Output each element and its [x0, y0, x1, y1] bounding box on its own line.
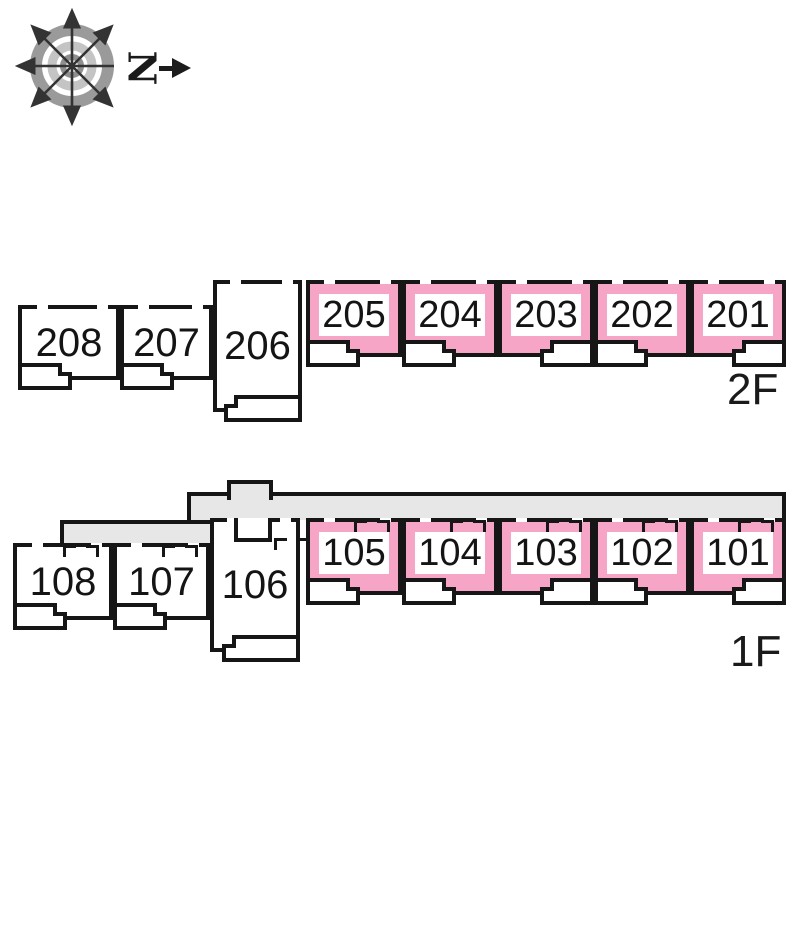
room-number-plate: 203: [510, 294, 582, 336]
entry-step: [742, 578, 782, 591]
room-105: 105: [306, 518, 402, 605]
floor-2f-label: 2F: [727, 365, 779, 414]
room-number: 205: [322, 294, 386, 336]
room-number: 105: [322, 532, 386, 574]
room-number: 202: [610, 294, 674, 336]
entry-step: [550, 578, 590, 591]
room-number: 107: [128, 559, 195, 604]
entry-step: [406, 578, 446, 591]
entry-step: [234, 395, 298, 408]
room-number-plate: 205: [318, 294, 390, 336]
room-number-plate: 202: [606, 294, 678, 336]
room-number: 207: [133, 320, 200, 365]
north-arrow-shaft-icon: [158, 65, 172, 71]
walkway-stair-landing: [227, 480, 273, 500]
room-204: 204: [402, 280, 498, 367]
room-number-plate: 201: [702, 294, 774, 336]
entry-step: [22, 363, 62, 376]
room-number: 208: [35, 320, 103, 365]
room-number: 204: [418, 294, 482, 336]
room-number-plate: 103: [510, 532, 582, 574]
room-203: 203: [498, 280, 594, 367]
room-103: 103: [498, 518, 594, 605]
room-106: 106: [210, 518, 310, 662]
entry-step: [124, 363, 164, 376]
room-201: 201: [690, 280, 786, 367]
entry-step: [232, 635, 296, 648]
entrance-alcove: [234, 518, 272, 542]
door-jamb-icon: [450, 520, 486, 533]
room-number-plate: 102: [606, 532, 678, 574]
entry-step: [310, 578, 350, 591]
room-number: 103: [514, 532, 578, 574]
entry-step: [17, 603, 57, 616]
room-number-plate: 104: [414, 532, 486, 574]
floor-1f-label: 1F: [730, 627, 782, 676]
room-206: 206: [213, 280, 302, 422]
door-jamb-icon: [274, 538, 310, 551]
room-number-plate: 204: [414, 294, 486, 336]
door-jamb-icon: [63, 545, 99, 558]
room-number: 206: [224, 324, 291, 368]
entry-step: [598, 340, 638, 353]
entry-step: [117, 603, 157, 616]
room-108: 108: [13, 543, 113, 630]
room-number-plate: 101: [702, 532, 774, 574]
room-101: 101: [690, 518, 786, 605]
entry-step: [310, 340, 350, 353]
room-107: 107: [113, 543, 210, 630]
door-jamb-icon: [354, 520, 390, 533]
entry-step: [406, 340, 446, 353]
room-number: 108: [29, 559, 97, 604]
room-104: 104: [402, 518, 498, 605]
door-jamb-icon: [161, 545, 198, 558]
room-number: 104: [418, 532, 482, 574]
room-number: 102: [610, 532, 674, 574]
floor-1f: 108 107 106 105 104: [0, 480, 800, 677]
room-number-plate: 105: [318, 532, 390, 574]
room-number: 101: [706, 532, 770, 574]
walkway-lower: [60, 520, 214, 544]
north-indicator: N: [119, 46, 191, 90]
room-number: 203: [514, 294, 578, 336]
room-207: 207: [120, 305, 213, 390]
door-jamb-icon: [546, 520, 582, 533]
floor-2f: 208 207 206 205 204 203: [0, 280, 800, 440]
entry-step: [742, 340, 782, 353]
room-205: 205: [306, 280, 402, 367]
north-arrow-icon: [171, 58, 191, 78]
entry-step: [550, 340, 590, 353]
room-208: 208: [18, 305, 120, 390]
room-number: 201: [706, 294, 770, 336]
door-jamb-icon: [738, 520, 774, 533]
north-label: N: [119, 50, 165, 86]
walkway-upper: [187, 492, 786, 520]
door-jamb-icon: [642, 520, 678, 533]
entry-step: [598, 578, 638, 591]
room-number: 106: [221, 563, 289, 607]
compass-rings-icon: [14, 7, 114, 127]
room-102: 102: [594, 518, 690, 605]
room-202: 202: [594, 280, 690, 367]
compass-rose: N: [14, 4, 224, 134]
